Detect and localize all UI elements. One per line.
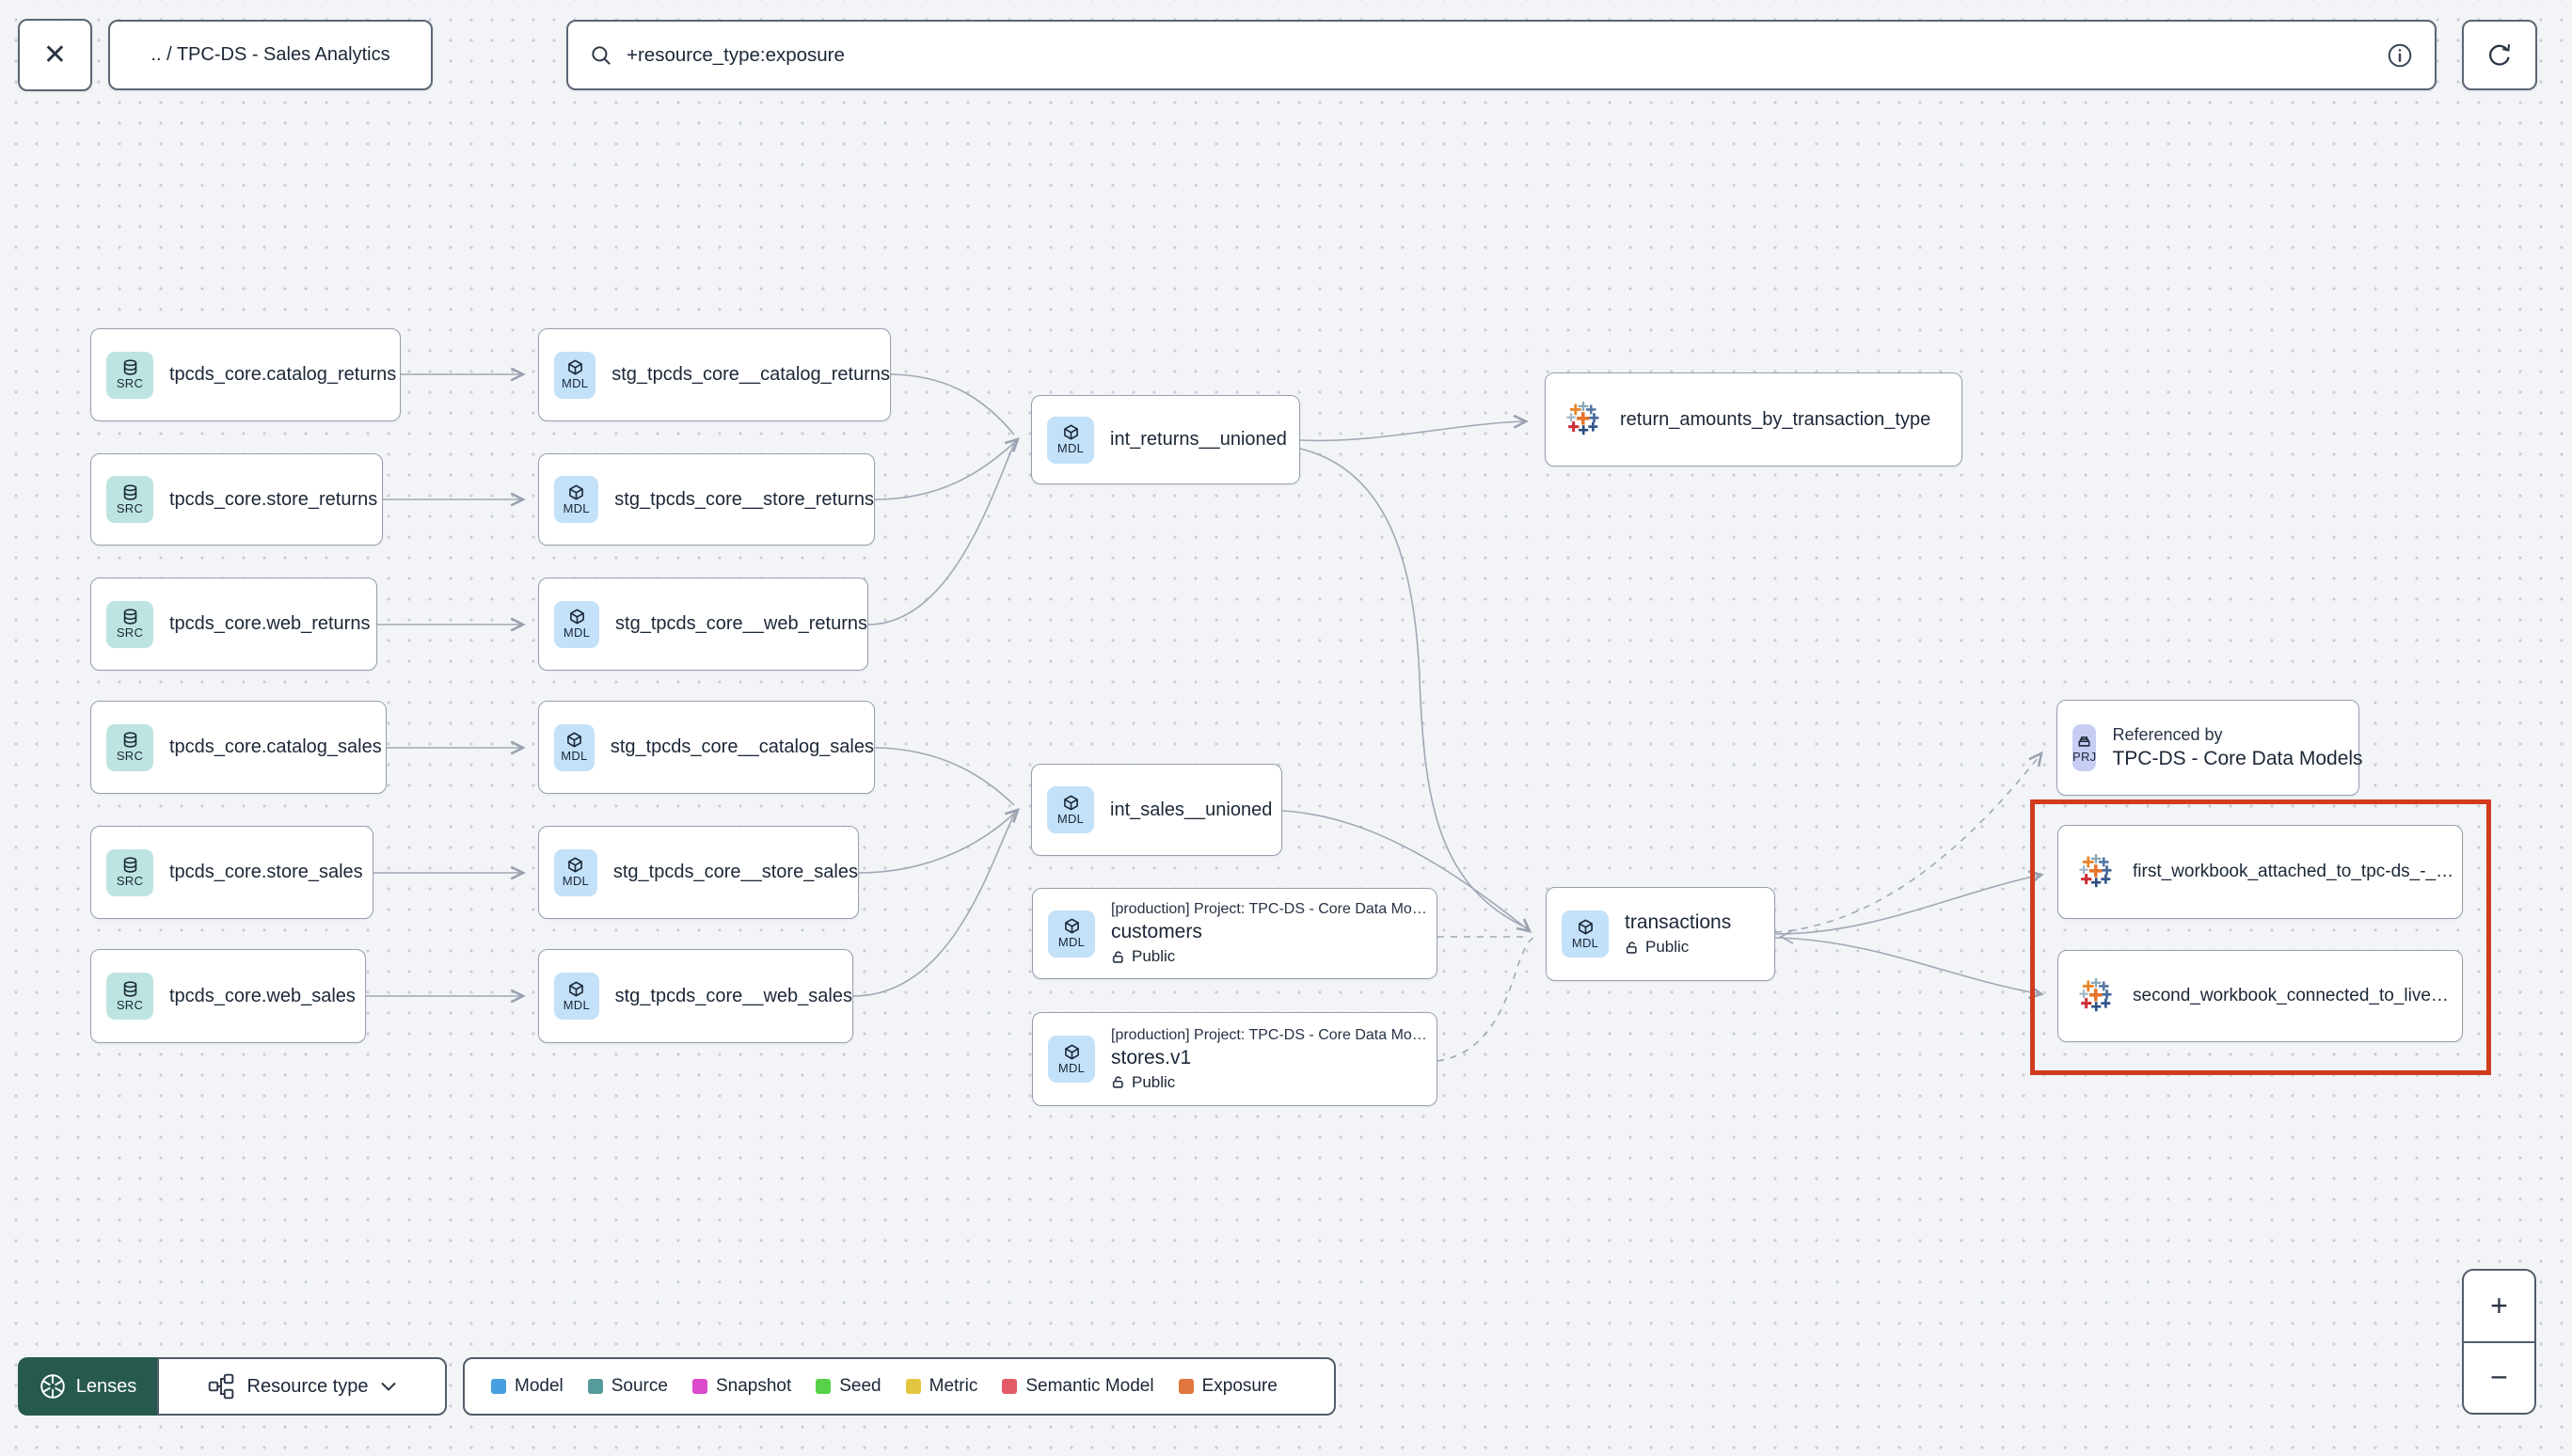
model-icon: MDL (554, 973, 599, 1020)
node-stg-store-returns[interactable]: MDL stg_tpcds_core__store_returns (538, 453, 875, 546)
node-stg-store-sales[interactable]: MDL stg_tpcds_core__store_sales (538, 826, 859, 919)
refresh-icon (2489, 43, 2511, 66)
tableau-icon (1564, 401, 1601, 436)
zoom-controls[interactable]: + − (2462, 1269, 2536, 1415)
snapshot-swatch (691, 1379, 707, 1394)
refresh-button[interactable] (2462, 20, 2537, 90)
project-label: [production] Project: TPC-DS - Core Data… (1111, 901, 1427, 917)
search-input[interactable]: +resource_type:exposure (627, 43, 845, 66)
plus-icon: + (2490, 1288, 2508, 1322)
minus-icon: − (2490, 1360, 2508, 1395)
search-bar[interactable]: +resource_type:exposure (566, 20, 2437, 90)
node-stg-catalog-returns[interactable]: MDL stg_tpcds_core__catalog_returns (538, 328, 891, 421)
model-icon: MDL (554, 848, 597, 896)
lock-open-icon (1112, 1076, 1123, 1088)
legend-item-metric: Metric (905, 1376, 977, 1397)
model-icon: MDL (1048, 1036, 1095, 1083)
source-icon: SRC (106, 973, 153, 1020)
chevron-down-icon (381, 1382, 397, 1391)
aperture-icon (40, 1374, 65, 1399)
source-icon: SRC (106, 723, 153, 771)
node-int-sales-unioned[interactable]: MDL int_sales__unioned (1031, 764, 1282, 856)
node-source-catalog-returns[interactable]: SRC tpcds_core.catalog_returns (90, 328, 401, 421)
model-icon: MDL (1048, 910, 1095, 957)
node-exposure-first-workbook[interactable]: first_workbook_attached_to_tpc-ds_-_… (2057, 825, 2463, 919)
model-icon: MDL (1047, 416, 1094, 464)
model-icon: MDL (554, 351, 596, 399)
hierarchy-icon (208, 1373, 233, 1400)
node-stores-v1[interactable]: MDL [production] Project: TPC-DS - Core … (1032, 1012, 1437, 1106)
close-icon: ✕ (42, 40, 68, 71)
legend-item-exposure: Exposure (1178, 1376, 1278, 1397)
access-badge: Public (1111, 947, 1427, 966)
node-stg-web-returns[interactable]: MDL stg_tpcds_core__web_returns (538, 578, 868, 671)
node-stg-web-sales[interactable]: MDL stg_tpcds_core__web_sales (538, 949, 853, 1043)
source-icon: SRC (106, 476, 153, 523)
legend-item-model: Model (491, 1376, 564, 1397)
node-exposure-second-workbook[interactable]: second_workbook_connected_to_live… (2057, 950, 2463, 1042)
zoom-in-button[interactable]: + (2464, 1271, 2534, 1341)
model-icon: MDL (554, 723, 595, 771)
node-stg-catalog-sales[interactable]: MDL stg_tpcds_core__catalog_sales (538, 701, 875, 794)
lenses-button[interactable]: Lenses (18, 1357, 157, 1416)
source-icon: SRC (106, 848, 153, 896)
source-swatch (587, 1379, 603, 1394)
metric-swatch (905, 1379, 921, 1394)
node-source-store-sales[interactable]: SRC tpcds_core.store_sales (90, 826, 373, 919)
legend-item-snapshot: Snapshot (691, 1376, 791, 1397)
node-referenced-by-project[interactable]: PRJ Referenced by TPC-DS - Core Data Mod… (2056, 700, 2363, 796)
source-icon: SRC (106, 600, 153, 648)
resource-type-dropdown[interactable]: Resource type (157, 1357, 447, 1416)
semantic-model-swatch (1002, 1379, 1018, 1394)
lock-open-icon (1112, 950, 1123, 963)
model-icon: MDL (554, 476, 599, 523)
node-int-returns-unioned[interactable]: MDL int_returns__unioned (1031, 395, 1300, 484)
legend-item-source: Source (587, 1376, 668, 1397)
node-exposure-return-amounts[interactable]: return_amounts_by_transaction_type (1545, 372, 1962, 467)
node-source-store-returns[interactable]: SRC tpcds_core.store_returns (90, 453, 383, 546)
node-source-web-sales[interactable]: SRC tpcds_core.web_sales (90, 949, 366, 1043)
zoom-out-button[interactable]: − (2464, 1340, 2534, 1414)
legend-item-seed: Seed (816, 1376, 881, 1397)
seed-swatch (816, 1379, 832, 1394)
legend-item-semantic-model: Semantic Model (1002, 1376, 1154, 1397)
close-button[interactable]: ✕ (18, 19, 92, 91)
tableau-icon (2077, 853, 2114, 889)
exposure-swatch (1178, 1379, 1194, 1394)
info-icon[interactable] (2386, 41, 2414, 70)
project-label: [production] Project: TPC-DS - Core Data… (1111, 1026, 1427, 1043)
access-badge: Public (1111, 1073, 1427, 1092)
breadcrumb[interactable]: .. / TPC-DS - Sales Analytics (108, 20, 433, 90)
tableau-icon (2077, 977, 2114, 1014)
source-icon: SRC (106, 351, 153, 399)
node-transactions[interactable]: MDL transactions Public (1546, 887, 1775, 981)
model-swatch (491, 1379, 506, 1394)
access-badge: Public (1625, 938, 1731, 957)
model-icon: MDL (1562, 910, 1609, 957)
search-icon (592, 45, 611, 65)
node-source-web-returns[interactable]: SRC tpcds_core.web_returns (90, 578, 377, 671)
model-icon: MDL (554, 600, 600, 648)
model-icon: MDL (1047, 786, 1094, 833)
resource-type-legend: Model Source Snapshot Seed Metric Semant… (463, 1357, 1336, 1416)
lock-open-icon (1626, 941, 1637, 954)
project-icon: PRJ (2072, 724, 2097, 771)
node-source-catalog-sales[interactable]: SRC tpcds_core.catalog_sales (90, 701, 387, 794)
node-customers[interactable]: MDL [production] Project: TPC-DS - Core … (1032, 888, 1437, 979)
